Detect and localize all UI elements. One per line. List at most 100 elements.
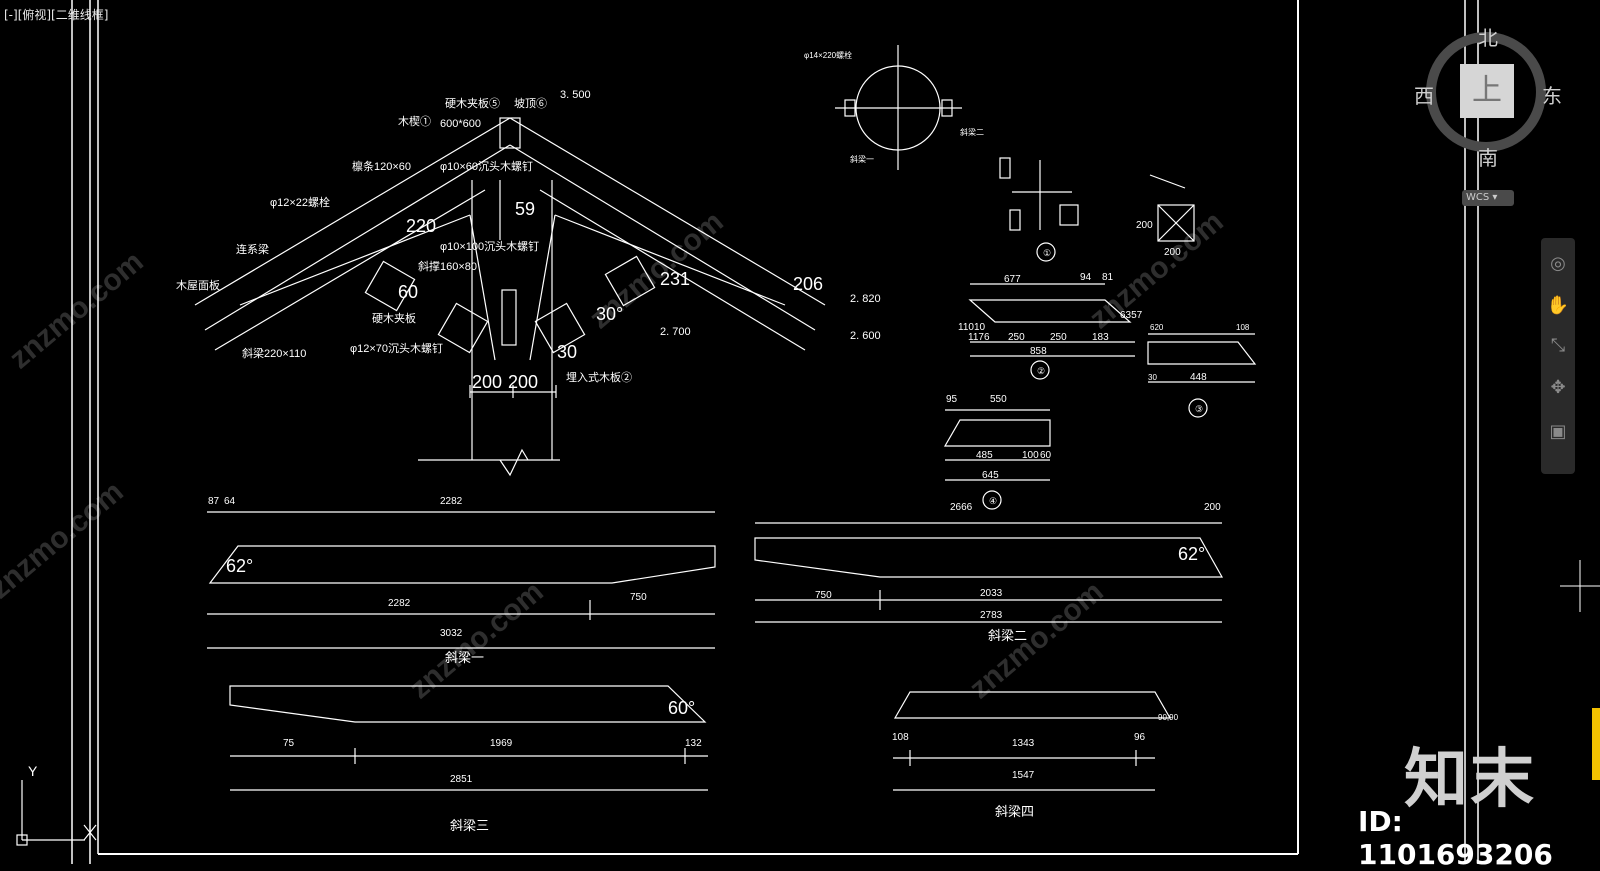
svg-text:1176: 1176 (968, 332, 990, 343)
watermark-text: znzmo.com (0, 475, 130, 605)
svg-text:206: 206 (793, 274, 823, 294)
svg-text:1547: 1547 (1012, 770, 1035, 781)
orbit-icon[interactable]: ✥ (1550, 377, 1566, 398)
svg-text:81: 81 (1102, 272, 1114, 283)
svg-text:132: 132 (685, 738, 702, 749)
watermark-text: znzmo.com (3, 245, 149, 375)
svg-text:250: 250 (1050, 332, 1067, 343)
viewcube[interactable]: 上 北 南 西 东 (1414, 22, 1562, 170)
svg-text:220: 220 (406, 216, 436, 236)
svg-text:100: 100 (1022, 450, 1039, 461)
svg-text:30: 30 (1148, 373, 1157, 382)
svg-text:750: 750 (630, 592, 647, 603)
viewcube-face-top[interactable]: 上 (1460, 64, 1514, 118)
svg-text:60°: 60° (668, 698, 695, 718)
svg-text:231: 231 (660, 269, 690, 289)
svg-text:183: 183 (1092, 332, 1109, 343)
svg-text:斜梁一: 斜梁一 (850, 154, 874, 164)
svg-text:620: 620 (1150, 323, 1164, 332)
showmotion-icon[interactable]: ▣ (1549, 421, 1567, 442)
svg-text:2666: 2666 (950, 502, 973, 513)
svg-text:①: ① (1043, 248, 1051, 258)
svg-text:485: 485 (976, 450, 993, 461)
svg-text:11010: 11010 (958, 322, 986, 333)
svg-text:30: 30 (557, 342, 577, 362)
svg-text:108: 108 (892, 732, 909, 743)
svg-text:6357: 6357 (1120, 310, 1143, 321)
svg-text:645: 645 (982, 470, 999, 481)
svg-text:62°: 62° (226, 556, 253, 576)
svg-text:750: 750 (815, 590, 832, 601)
svg-text:檩条120×60: 檩条120×60 (352, 159, 411, 173)
svg-text:108: 108 (1236, 323, 1250, 332)
steering-wheel-icon[interactable]: ◎ (1550, 253, 1566, 274)
svg-text:90,90: 90,90 (1158, 713, 1179, 722)
svg-text:200: 200 (472, 372, 502, 392)
svg-text:75: 75 (283, 738, 295, 749)
svg-text:φ12×22螺栓: φ12×22螺栓 (270, 195, 330, 209)
beam-drawings (207, 511, 1224, 791)
svg-text:60: 60 (398, 282, 418, 302)
svg-text:2282: 2282 (440, 496, 463, 507)
svg-text:φ10×60沉头木螺钉: φ10×60沉头木螺钉 (440, 160, 533, 173)
svg-text:斜梁二: 斜梁二 (960, 127, 984, 137)
svg-text:448: 448 (1190, 372, 1207, 383)
drawing-frame (71, 0, 1479, 864)
svg-text:3032: 3032 (440, 628, 463, 639)
bolt-detail (835, 45, 962, 170)
svg-text:95: 95 (946, 394, 958, 405)
svg-text:④: ④ (989, 496, 997, 506)
svg-text:木楔①: 木楔① (398, 115, 431, 128)
svg-text:200: 200 (1136, 220, 1153, 231)
svg-text:550: 550 (990, 394, 1007, 405)
brand-logo: 知末 (1404, 742, 1536, 817)
svg-text:斜梁220×110: 斜梁220×110 (242, 346, 306, 360)
svg-text:坡顶⑥: 坡顶⑥ (514, 97, 547, 110)
compass-west[interactable]: 西 (1414, 84, 1434, 108)
viewport-controls[interactable]: [-][俯视][二维线框] (4, 8, 109, 22)
svg-text:埋入式木板②: 埋入式木板② (566, 370, 632, 384)
roof-truss (194, 117, 826, 477)
connection-details (943, 157, 1257, 510)
svg-text:62°: 62° (1178, 544, 1205, 564)
svg-text:②: ② (1037, 366, 1045, 376)
compass-north[interactable]: 北 (1478, 26, 1498, 50)
svg-text:2282: 2282 (388, 598, 411, 609)
svg-text:φ10×100沉头木螺钉: φ10×100沉头木螺钉 (440, 240, 539, 253)
beam-labels: 87 64 2282 62° 2282 750 3032 斜梁一 200 62°… (208, 496, 1221, 833)
svg-text:2. 820: 2. 820 (850, 293, 881, 305)
crosshair-cursor (1560, 560, 1600, 612)
svg-text:2. 600: 2. 600 (850, 330, 881, 342)
navigation-bar[interactable]: ◎ ✋ ⤡ ✥ ▣ (1541, 238, 1575, 474)
svg-text:200: 200 (1164, 247, 1181, 258)
svg-text:677: 677 (1004, 274, 1021, 285)
svg-text:斜梁三: 斜梁三 (450, 818, 489, 833)
wcs-menu[interactable]: WCS ▾ (1462, 190, 1514, 206)
svg-text:200: 200 (508, 372, 538, 392)
svg-text:斜梁二: 斜梁二 (988, 628, 1027, 643)
svg-text:858: 858 (1030, 346, 1047, 357)
svg-text:2783: 2783 (980, 610, 1003, 621)
svg-text:600*600: 600*600 (440, 118, 481, 130)
svg-text:φ12×70沉头木螺钉: φ12×70沉头木螺钉 (350, 342, 443, 355)
svg-text:64: 64 (224, 496, 236, 507)
svg-text:硬木夹板⑤: 硬木夹板⑤ (445, 96, 500, 110)
zoom-icon[interactable]: ⤡ (1550, 335, 1566, 356)
svg-text:30°: 30° (596, 304, 623, 324)
compass-east[interactable]: 东 (1542, 84, 1562, 108)
compass-south[interactable]: 南 (1478, 146, 1498, 170)
compass-ring[interactable] (1426, 32, 1546, 152)
side-scroll-handle[interactable] (1592, 708, 1600, 780)
svg-text:87: 87 (208, 496, 220, 507)
svg-text:③: ③ (1195, 404, 1203, 414)
svg-text:木屋面板: 木屋面板 (176, 278, 220, 292)
ucs-icon (16, 780, 97, 846)
svg-text:2033: 2033 (980, 588, 1003, 599)
watermark-text: znzmo.com (1083, 205, 1229, 335)
pan-icon[interactable]: ✋ (1546, 295, 1570, 316)
svg-text:斜梁一: 斜梁一 (445, 650, 484, 665)
roof-truss-labels: 硬木夹板⑤ 坡顶⑥ 3. 500 木楔① 600*600 檩条120×60 φ1… (176, 89, 881, 392)
bolt-detail-labels: φ14×220螺栓 斜梁二 斜梁一 (804, 50, 984, 164)
svg-text:斜撑160×80: 斜撑160×80 (418, 259, 477, 273)
